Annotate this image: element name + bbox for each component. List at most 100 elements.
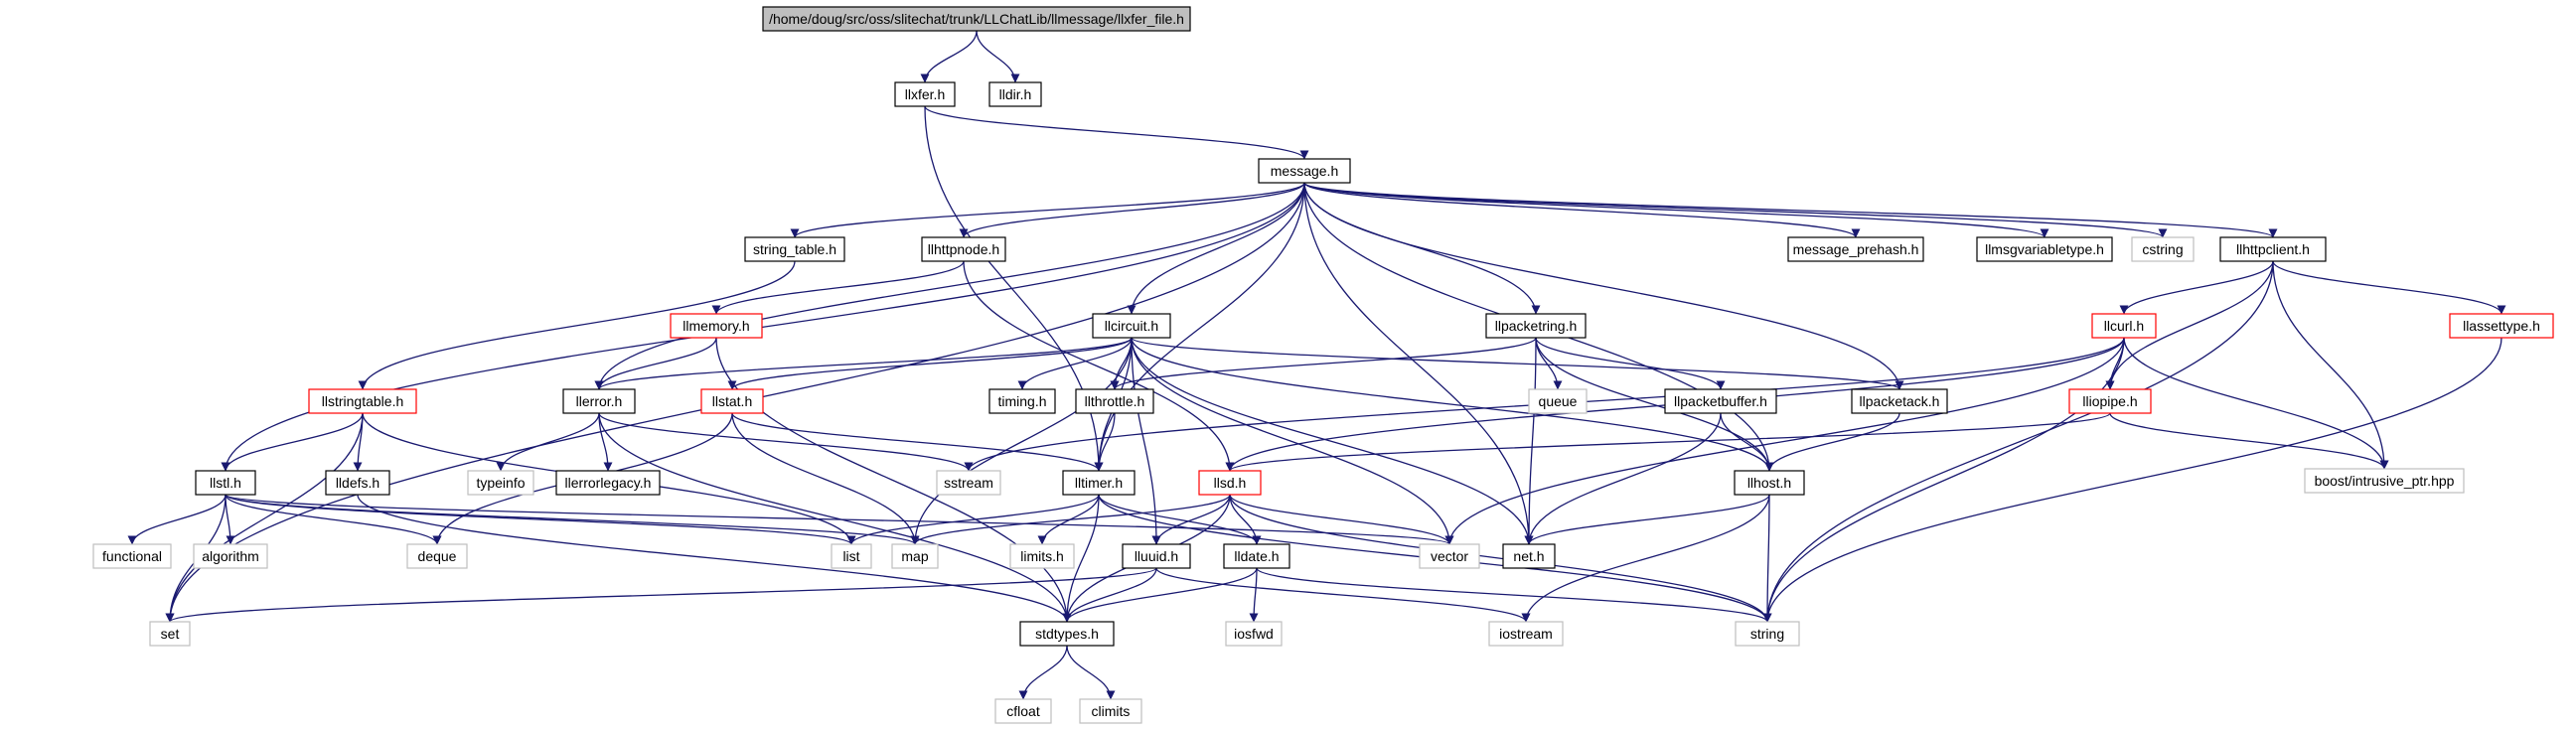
node-label: llhttpnode.h xyxy=(928,241,999,257)
node-box xyxy=(1419,543,1480,569)
edge-message-to-lltimer xyxy=(1094,182,1305,472)
node-label: llassettype.h xyxy=(2463,318,2540,334)
node-lldefs[interactable]: lldefs.h xyxy=(325,470,390,496)
node-box xyxy=(1664,388,1777,414)
node-lliopipe[interactable]: lliopipe.h xyxy=(2068,388,2152,414)
node-label: cfloat xyxy=(1006,703,1040,719)
edge-llhost-to-net xyxy=(1524,494,1770,545)
node-llmsgvariabletype[interactable]: llmsgvariabletype.h xyxy=(1976,236,2113,262)
edge-lluuid-to-iostream xyxy=(1155,567,1531,623)
node-label: llpacketbuffer.h xyxy=(1674,393,1767,409)
node-label: typeinfo xyxy=(476,475,525,491)
edge-llhttpclient-to-llassettype xyxy=(2272,260,2506,315)
node-net[interactable]: net.h xyxy=(1502,543,1556,569)
node-lldir[interactable]: lldir.h xyxy=(988,81,1042,107)
node-llpacketbuffer[interactable]: llpacketbuffer.h xyxy=(1664,388,1777,414)
edge-lldate-to-string xyxy=(1256,567,1772,623)
node-string_table[interactable]: string_table.h xyxy=(744,236,845,262)
edge-root-to-lldir xyxy=(976,30,1020,83)
edge-llstl-to-vector xyxy=(225,494,1454,545)
node-label: vector xyxy=(1431,548,1468,564)
node-box xyxy=(1734,470,1805,496)
node-llstl[interactable]: llstl.h xyxy=(195,470,256,496)
node-timing[interactable]: timing.h xyxy=(988,388,1056,414)
edge-llhttpnode-to-llsd xyxy=(963,260,1235,472)
node-message[interactable]: message.h xyxy=(1258,158,1351,184)
node-box xyxy=(894,81,956,107)
node-llxfer[interactable]: llxfer.h xyxy=(894,81,956,107)
node-label: string_table.h xyxy=(753,241,836,257)
node-llhttpclient[interactable]: llhttpclient.h xyxy=(2219,236,2327,262)
node-label: iostream xyxy=(1499,626,1553,642)
node-lldate[interactable]: lldate.h xyxy=(1223,543,1290,569)
edge-llstringtable-to-set xyxy=(165,412,364,623)
edge-llcircuit-to-net xyxy=(1131,337,1534,545)
edge-llpacketack-to-llhost xyxy=(1764,412,1900,472)
node-label: set xyxy=(161,626,180,642)
edge-message-to-llhttpclient xyxy=(1303,182,2278,238)
node-llerror[interactable]: llerror.h xyxy=(562,388,636,414)
node-label: message_prehash.h xyxy=(1793,241,1919,257)
edge-llcircuit-to-llhost xyxy=(1131,337,1774,472)
node-label: llmsgvariabletype.h xyxy=(1985,241,2104,257)
edge-llhttpclient-to-string xyxy=(1762,260,2274,623)
node-box xyxy=(92,543,172,569)
node-box xyxy=(670,313,763,339)
node-message_prehash[interactable]: message_prehash.h xyxy=(1787,236,1924,262)
edge-llhttpnode-to-llmemory xyxy=(711,260,965,315)
node-box xyxy=(1223,543,1290,569)
edge-llhttpclient-to-llcurl xyxy=(2119,260,2274,315)
node-stdtypes[interactable]: stdtypes.h xyxy=(1019,621,1115,647)
edge-llcurl-to-boost_intrusive xyxy=(2123,337,2389,470)
edge-llerror-to-sstream xyxy=(598,412,974,472)
node-box xyxy=(1225,621,1283,647)
node-box xyxy=(988,388,1056,414)
node-box xyxy=(467,470,534,496)
node-cfloat: cfloat xyxy=(994,698,1052,724)
edge-llcircuit-to-llstat xyxy=(727,337,1133,390)
node-llmemory[interactable]: llmemory.h xyxy=(670,313,763,339)
node-label: llcurl.h xyxy=(2104,318,2144,334)
node-box xyxy=(555,470,661,496)
edge-llxfer-to-message xyxy=(924,105,1309,160)
node-set: set xyxy=(149,621,191,647)
node-lluuid[interactable]: lluuid.h xyxy=(1122,543,1191,569)
node-box xyxy=(193,543,268,569)
node-llcircuit[interactable]: llcircuit.h xyxy=(1092,313,1171,339)
edge-lldefs-to-stdtypes xyxy=(357,494,1072,623)
edge-llthrottle-to-lltimer xyxy=(1094,412,1116,472)
node-box xyxy=(1198,470,1262,496)
node-box xyxy=(2131,236,2195,262)
node-lltimer[interactable]: lltimer.h xyxy=(1062,470,1136,496)
node-llhttpnode[interactable]: llhttpnode.h xyxy=(921,236,1006,262)
node-box xyxy=(2304,468,2465,494)
node-box xyxy=(1062,470,1136,496)
node-llcurl[interactable]: llcurl.h xyxy=(2091,313,2157,339)
edge-llmemory-to-stdtypes xyxy=(715,337,1072,623)
node-box xyxy=(831,543,872,569)
node-typeinfo: typeinfo xyxy=(467,470,534,496)
edge-llstl-to-algorithm xyxy=(225,494,235,545)
node-llsd[interactable]: llsd.h xyxy=(1198,470,1262,496)
node-llhost[interactable]: llhost.h xyxy=(1734,470,1805,496)
node-box xyxy=(1079,698,1142,724)
node-llthrottle[interactable]: llthrottle.h xyxy=(1075,388,1154,414)
node-llstringtable[interactable]: llstringtable.h xyxy=(308,388,417,414)
edge-llsd-to-lluuid xyxy=(1151,494,1231,545)
node-llpacketack[interactable]: llpacketack.h xyxy=(1851,388,1948,414)
node-box xyxy=(988,81,1042,107)
node-label: llsd.h xyxy=(1214,475,1247,491)
node-queue: queue xyxy=(1528,388,1588,414)
node-llassettype[interactable]: llassettype.h xyxy=(2449,313,2554,339)
edge-lldate-to-iosfwd xyxy=(1249,567,1259,623)
node-llstat[interactable]: llstat.h xyxy=(700,388,764,414)
node-root[interactable]: /home/doug/src/oss/slitechat/trunk/LLCha… xyxy=(762,6,1191,32)
node-llpacketring[interactable]: llpacketring.h xyxy=(1485,313,1587,339)
node-box xyxy=(1502,543,1556,569)
node-llerrorlegacy[interactable]: llerrorlegacy.h xyxy=(555,470,661,496)
edge-llcurl-to-string xyxy=(1762,337,2125,623)
node-limits: limits.h xyxy=(1009,543,1075,569)
node-box xyxy=(1075,388,1154,414)
node-list: list xyxy=(831,543,872,569)
